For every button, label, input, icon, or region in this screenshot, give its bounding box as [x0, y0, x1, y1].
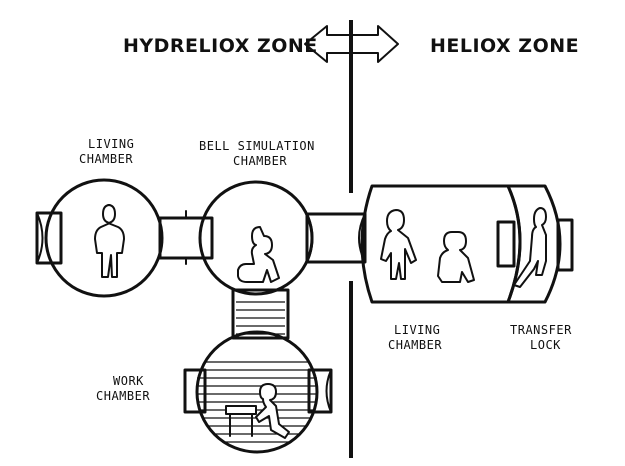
- work-chamber-label-2: CHAMBER: [96, 389, 150, 403]
- heliox-zone-label: HELIOX ZONE: [430, 35, 579, 57]
- living-chamber-left-label: LIVING: [88, 137, 134, 151]
- living-chamber-left-label-2: CHAMBER: [79, 152, 133, 166]
- working-diver-figure: [255, 383, 290, 439]
- transfer-lock-label: TRANSFER: [510, 323, 572, 337]
- living-chamber-right: [360, 184, 522, 304]
- double-headed-arrow-icon: [304, 25, 399, 63]
- living-chamber-left: [35, 178, 164, 298]
- transfer-lock-label-2: LOCK: [530, 338, 561, 352]
- standing-person-figure: [94, 204, 125, 278]
- heliox-standing-figure: [380, 209, 417, 280]
- work-chamber: [183, 330, 333, 454]
- living-chamber-right-label-2: CHAMBER: [388, 338, 442, 352]
- seated-person-figure: [237, 226, 280, 283]
- heliox-seated-figure: [437, 231, 475, 283]
- work-chamber-label: WORK: [113, 374, 144, 388]
- connector-bell-heliox: [305, 212, 367, 264]
- living-chamber-right-label: LIVING: [394, 323, 440, 337]
- connector-living-bell: [158, 216, 214, 260]
- bell-simulation-chamber-label-2: CHAMBER: [233, 154, 287, 168]
- bell-simulation-chamber-label: BELL SIMULATION: [199, 139, 315, 153]
- hydreliox-zone-label: HYDRELIOX ZONE: [123, 35, 318, 57]
- bell-simulation-chamber: [198, 180, 314, 296]
- transfer-lock: [496, 184, 574, 304]
- transfer-lock-figure: [513, 207, 547, 288]
